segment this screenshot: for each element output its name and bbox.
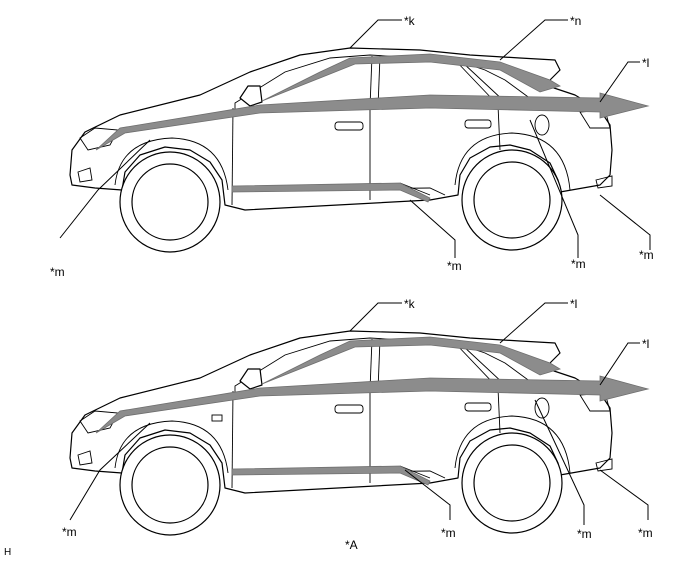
label-roof: *k — [404, 14, 416, 28]
label-rear-door: *m — [577, 527, 592, 541]
side-marker-icon — [211, 414, 223, 422]
label-rocker: *m — [441, 526, 456, 540]
label-front-fender: *m — [62, 525, 77, 539]
label-front-fender: *m — [50, 265, 65, 279]
label-rear-door: *m — [571, 257, 586, 271]
top-vehicle-view: *k *n *l *m *m *m *m — [50, 14, 654, 279]
label-rear-bumper: *m — [639, 248, 654, 262]
label-rear-upper: *l — [570, 297, 577, 311]
label-rear-upper: *n — [570, 14, 581, 28]
figure-code: H — [4, 547, 11, 558]
bottom-vehicle-view: *k *l *l *m *m *m *m — [62, 297, 653, 541]
label-rocker: *m — [447, 259, 462, 273]
label-roof: *k — [404, 297, 416, 311]
label-tail: *l — [642, 56, 649, 70]
label-tail: *l — [642, 337, 649, 351]
figure-caption: *A — [345, 538, 358, 552]
label-rear-bumper: *m — [638, 526, 653, 540]
